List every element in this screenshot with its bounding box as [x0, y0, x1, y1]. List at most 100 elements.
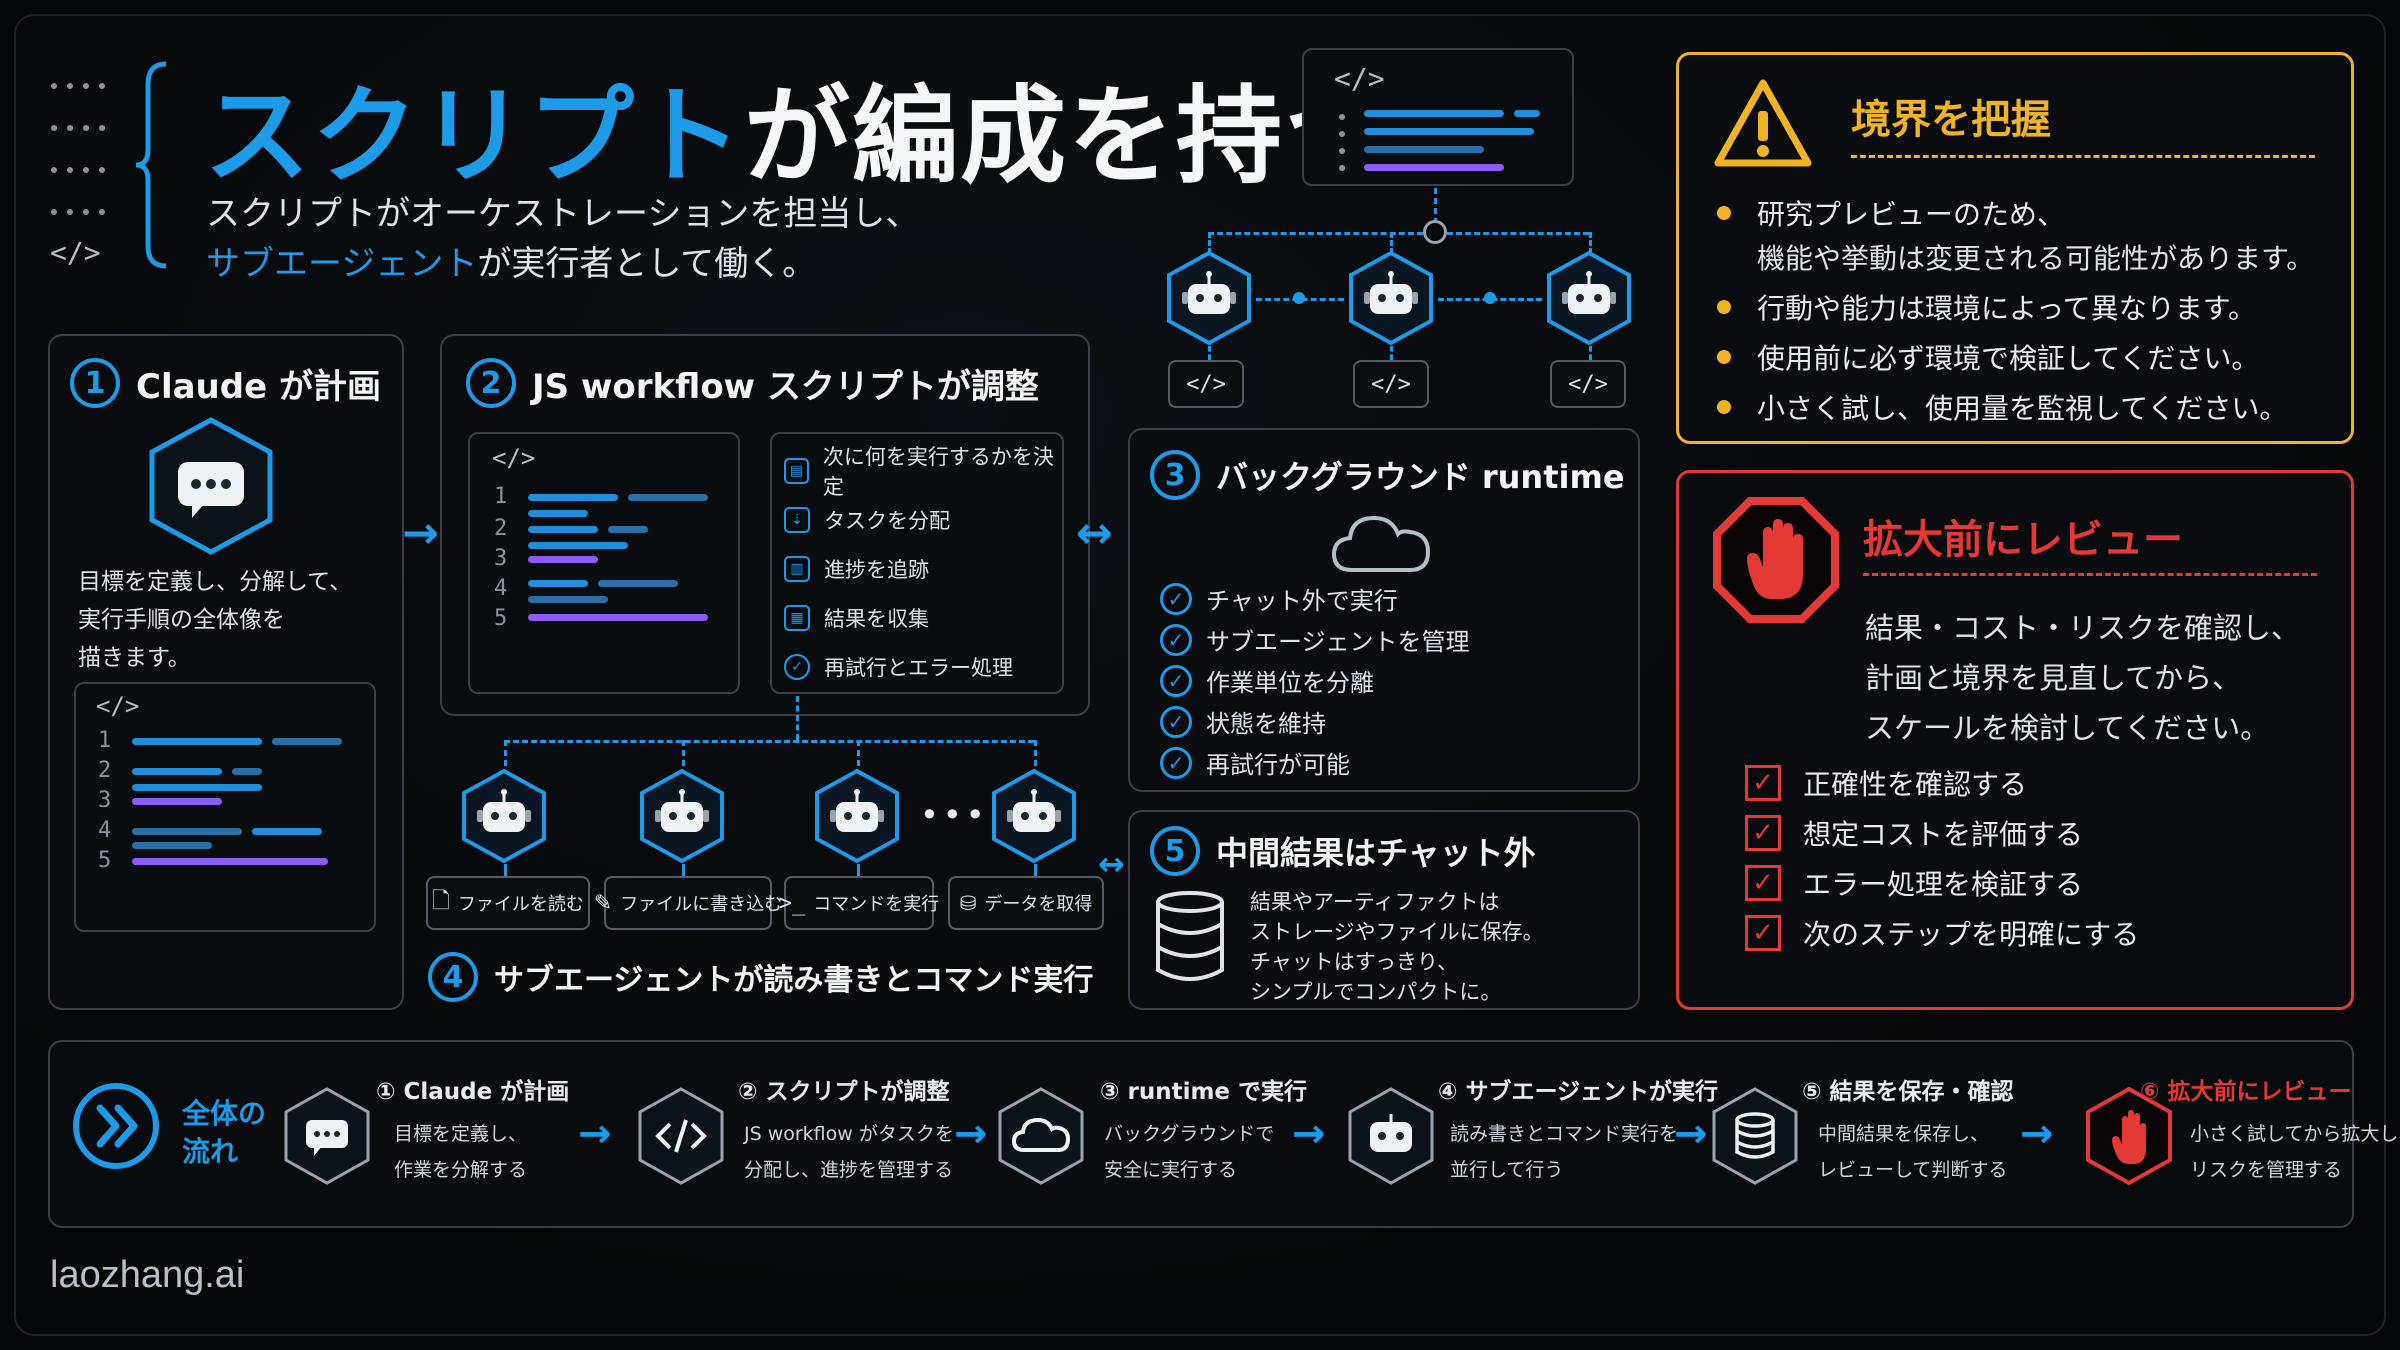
check-circle-icon: ✓ [1160, 705, 1192, 738]
flow-step-title: ⑤ 結果を保存・確認 [1802, 1079, 2014, 1105]
line-number: 5 [98, 848, 112, 873]
code-line [528, 494, 618, 501]
step1-desc-line: 目標を定義し、分解して、 [78, 569, 353, 595]
code-line [252, 828, 322, 835]
page-subtitle-rest: が実行者として働く。 [477, 244, 817, 284]
connector-line [857, 740, 860, 766]
robot-icon [1346, 1086, 1436, 1186]
chip-run-command: >_コマンドを実行 [779, 876, 939, 930]
database-icon: ⛁ [959, 891, 977, 915]
agent-code-tag: </> [1353, 360, 1429, 408]
header-dots-decoration [48, 78, 118, 268]
chip-label: ファイルに書き込む [620, 894, 783, 915]
cloud-icon [1330, 510, 1434, 576]
flow-step-desc: JS workflow がタスクを [744, 1123, 954, 1145]
line-number: 1 [98, 728, 112, 753]
step4-title: 4 サブエージェントが読み書きとコマンド実行 [428, 952, 1093, 1002]
task-item: ✓ 再試行とエラー処理 [784, 642, 1062, 691]
checkbox-checked-icon: ✓ [1745, 765, 1781, 801]
code-line [132, 768, 222, 775]
list-item-label: 作業単位を分離 [1206, 669, 1374, 697]
arrow-right-icon: → [1292, 1111, 1326, 1157]
code-line [132, 798, 222, 805]
header-code-tag: </> [50, 236, 101, 269]
step3-title-text: バックグラウンド runtime [1216, 458, 1625, 496]
code-line [528, 542, 628, 549]
code-line [1514, 110, 1540, 117]
database-icon [1710, 1086, 1800, 1186]
connector-dot [1293, 292, 1305, 304]
chip-label: ファイルを読む [457, 894, 584, 915]
chat-bubble-icon [282, 1086, 372, 1186]
check-circle-icon: ✓ [1160, 664, 1192, 697]
line-number: 4 [494, 576, 508, 601]
code-line [528, 556, 598, 563]
flow-step-title: ① Claude が計画 [376, 1079, 570, 1105]
checkbox-checked-icon: ✓ [1745, 915, 1781, 951]
code-line [132, 828, 242, 835]
header-code-panel: </> [1302, 48, 1574, 186]
brand-logo-text: laozhang.ai [50, 1254, 245, 1296]
step1-desc-line: 実行手順の全体像を [78, 607, 285, 633]
flow-step-desc: 安全に実行する [1104, 1159, 1238, 1181]
connector-line [1034, 740, 1037, 766]
code-line [528, 526, 598, 533]
connector-line [682, 864, 685, 876]
arrow-bidirectional-icon: ↔ [1076, 508, 1113, 559]
list-item-label: チャット外で実行 [1206, 587, 1398, 615]
chat-bubble-icon [146, 416, 276, 556]
bullet-dot [1717, 206, 1731, 220]
step5-number: 5 [1150, 826, 1200, 876]
code-line [598, 580, 678, 587]
step2-task-list: ▤次に何を実行するかを決定 ⇣タスクを分配 ▥進捗を追跡 ▦結果を収集 ✓再試行… [770, 432, 1064, 694]
connector-line [1589, 232, 1592, 254]
checkbox-checked-icon: ✓ [1745, 865, 1781, 901]
step3-list: ✓チャット外で実行 ✓サブエージェントを管理 ✓作業単位を分離 ✓状態を維持 ✓… [1160, 578, 1470, 783]
review-check-item: ✓次のステップを明確にする [1745, 913, 2139, 953]
code-line [1364, 128, 1534, 135]
database-icon [1154, 890, 1226, 982]
step1-title: 1 Claude が計画 [70, 358, 381, 408]
page-title-rest: が編成を持つ [744, 75, 1392, 198]
robot-icon [814, 768, 900, 864]
warning-icon [1713, 77, 1813, 169]
cloud-icon [996, 1086, 1086, 1186]
shield-check-icon: ✓ [784, 653, 810, 680]
bullet-dot [1717, 300, 1731, 314]
code-line [132, 784, 262, 791]
progress-chart-icon: ▥ [784, 555, 810, 582]
connector-line [1208, 232, 1423, 235]
review-title: 拡大前にレビュー [1863, 517, 2183, 563]
flow-step-desc: バックグラウンドで [1104, 1123, 1275, 1145]
review-check-item: ✓ エラー処理を検証する [1745, 863, 2083, 903]
connector-line [504, 740, 1034, 743]
review-check-label: エラー処理を検証する [1803, 868, 2084, 901]
task-label: 再試行とエラー処理 [824, 655, 1013, 680]
code-line [528, 596, 608, 603]
clipboard-icon: ▤ [784, 457, 809, 484]
boundary-panel: 境界を把握 研究プレビューのため、 機能や挙動は変更される可能性があります。 行… [1676, 52, 2354, 444]
connector-line [1390, 232, 1393, 254]
connector-line [1034, 864, 1037, 876]
review-desc-line: 計画と境界を見直してから、 [1865, 661, 2242, 695]
task-label: 次に何を実行するかを決定 [822, 444, 1054, 499]
step1-title-text: Claude が計画 [136, 366, 381, 407]
check-circle-icon: ✓ [1160, 582, 1192, 615]
code-tag: </> [492, 444, 536, 472]
boundary-divider [1851, 155, 2315, 158]
flow-label: 流れ [182, 1135, 239, 1168]
agents-ellipsis: ••• [920, 796, 989, 834]
boundary-bullet: 研究プレビューのため、 [1709, 193, 2065, 233]
boundary-bullet-text: 使用前に必ず環境で検証してください。 [1757, 342, 2260, 375]
step2-title: 2 JS workflow スクリプトが調整 [466, 358, 1039, 408]
step2-code-block: </> 1 2 3 4 5 [468, 432, 740, 694]
boundary-title: 境界を把握 [1851, 97, 2051, 143]
flow-step-desc: リスクを管理する [2190, 1159, 2343, 1181]
page-subtitle-highlight: サブエージェント [206, 244, 478, 284]
flow-step-desc: 中間結果を保存し、 [1818, 1123, 1990, 1145]
list-item-label: 再試行が可能 [1206, 751, 1350, 779]
line-number: 1 [494, 484, 508, 509]
task-item: ▤ 次に何を実行するかを決定 [784, 445, 1062, 499]
review-check-label: 正確性を確認する [1803, 768, 2028, 801]
robot-icon [461, 768, 547, 864]
